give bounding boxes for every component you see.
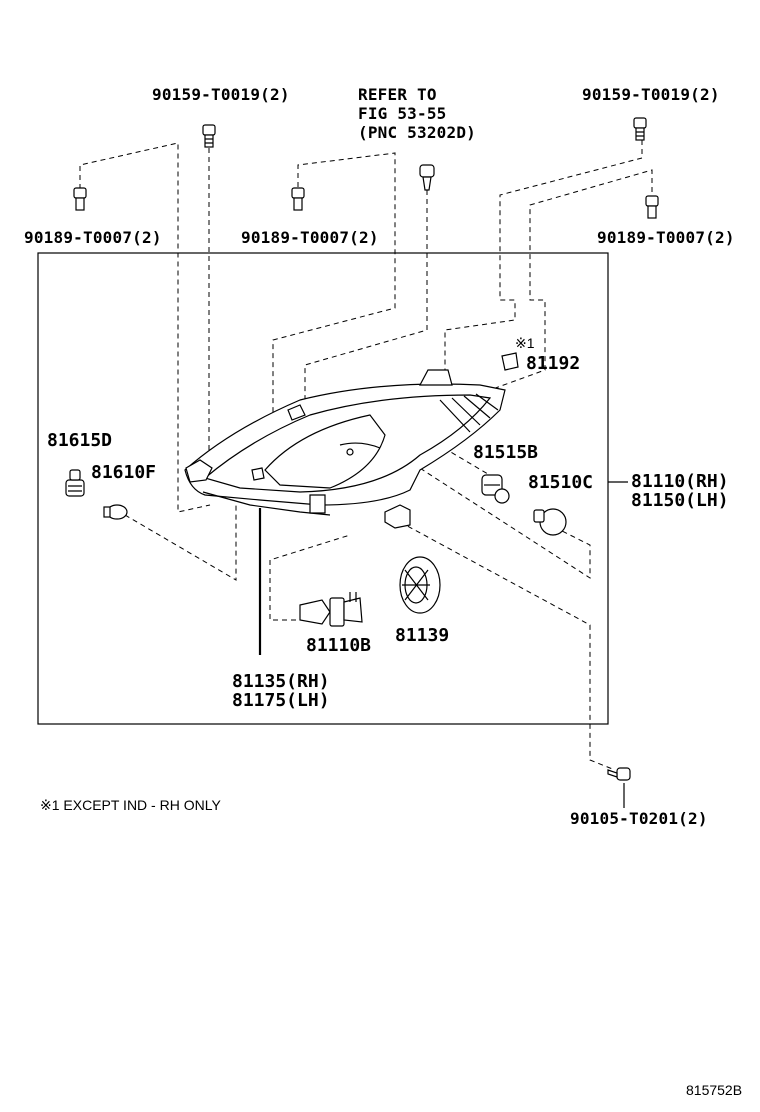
- label-refer-pnc: (PNC 53202D): [358, 123, 476, 142]
- label-81192: 81192: [526, 353, 580, 374]
- label-90189-right: 90189-T0007(2): [597, 228, 735, 247]
- label-81510C: 81510C: [528, 472, 593, 493]
- label-81192-mark: ※1: [515, 335, 535, 351]
- label-90189-left: 90189-T0007(2): [24, 228, 162, 247]
- label-81615D: 81615D: [47, 430, 112, 451]
- footnote: ※1 EXCEPT IND - RH ONLY: [40, 797, 221, 813]
- label-90105: 90105-T0201(2): [570, 809, 708, 828]
- assembly-frame: [37, 252, 609, 725]
- label-90159-top-left: 90159-T0019(2): [152, 85, 290, 104]
- label-refer-to: REFER TO: [358, 85, 437, 104]
- label-90159-top-right: 90159-T0019(2): [582, 85, 720, 104]
- screw-90189-right: [645, 195, 659, 219]
- headlamp-assembly: [184, 369, 506, 529]
- part-81515B-socket: [481, 474, 510, 504]
- label-90189-middle: 90189-T0007(2): [241, 228, 379, 247]
- label-81110B: 81110B: [306, 635, 371, 656]
- part-81139-cap: [399, 556, 441, 614]
- screw-90105: [607, 767, 631, 781]
- part-81610F-bulb: [103, 504, 128, 520]
- screw-90189-middle: [291, 187, 305, 211]
- screw-90159-right: [633, 117, 647, 141]
- part-81615D-socket: [65, 469, 85, 497]
- label-81610F: 81610F: [91, 462, 156, 483]
- label-refer-fig: FIG 53-55: [358, 104, 447, 123]
- label-81150-lh: 81150(LH): [631, 490, 729, 511]
- label-81175-lh: 81175(LH): [232, 690, 330, 711]
- part-81110B-bulb: [299, 592, 363, 627]
- drawing-code: 815752B: [686, 1082, 742, 1098]
- screw-refer-fig: [419, 164, 435, 191]
- part-81510C-bulb: [533, 508, 567, 536]
- part-81192-cover: [501, 352, 519, 371]
- label-81110-rh: 81110(RH): [631, 471, 729, 492]
- label-81139: 81139: [395, 625, 449, 646]
- label-81135-rh: 81135(RH): [232, 671, 330, 692]
- label-81515B: 81515B: [473, 442, 538, 463]
- screw-90159-left: [202, 124, 216, 148]
- screw-90189-left: [73, 187, 87, 211]
